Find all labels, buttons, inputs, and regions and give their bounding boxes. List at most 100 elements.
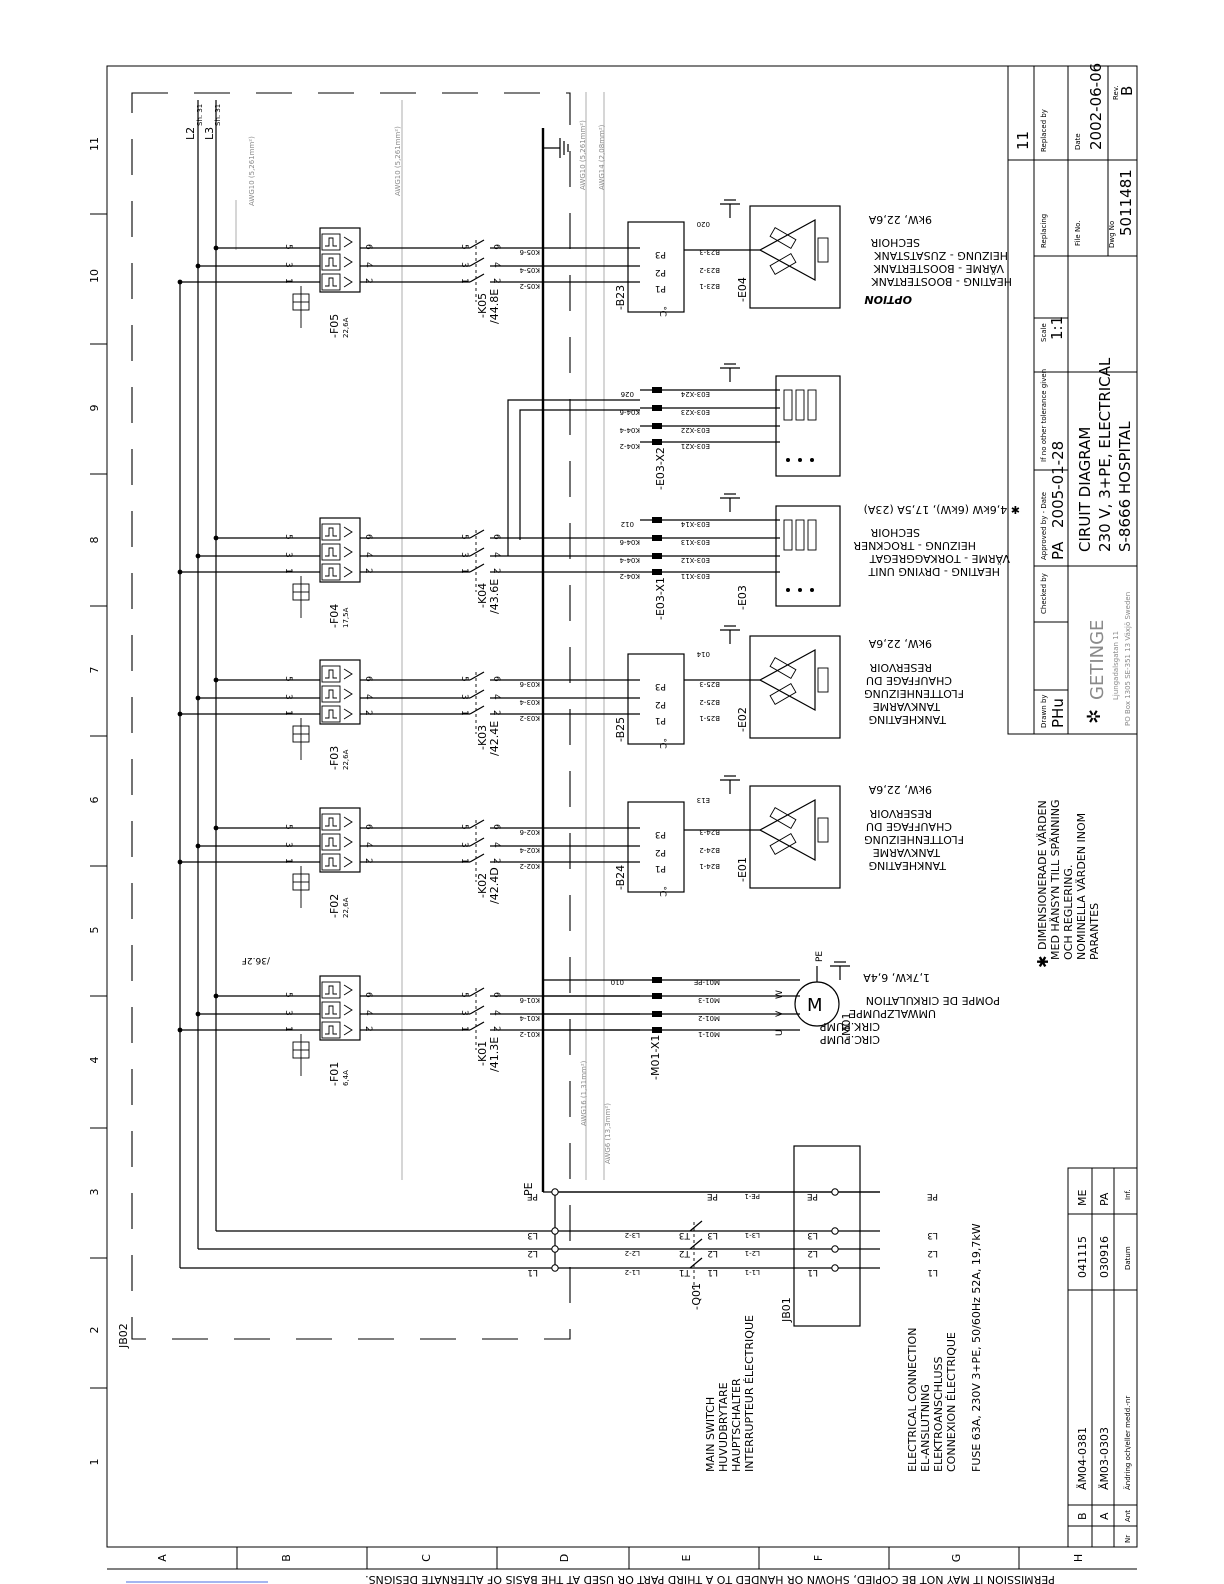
plug-pin	[652, 405, 662, 411]
thermal-trip-icon	[325, 547, 337, 557]
wire-label: K03-6	[519, 680, 540, 688]
q01-label: -Q01	[690, 1283, 703, 1310]
junction-dot	[177, 711, 183, 717]
fuse-element	[321, 853, 341, 871]
awg-label: AWG16 (1,31mm²)	[580, 1060, 588, 1126]
getinge-logo: ✲ GETINGE	[1084, 620, 1108, 724]
terminal-circle	[831, 1264, 839, 1272]
svg-text:HAUPTSCHALTER: HAUPTSCHALTER	[730, 1378, 743, 1472]
awg-label: AWG14 (2,08mm²)	[598, 124, 606, 190]
rev-value: B	[1118, 86, 1136, 96]
company-name: GETINGE	[1087, 620, 1108, 700]
wire-label: E03-X13	[681, 538, 710, 546]
svg-text:FLOTTENHEIZUNG: FLOTTENHEIZUNG	[864, 687, 964, 700]
aux-ref: /36.2F	[242, 955, 270, 965]
svg-text:ÄM04-0381: ÄM04-0381	[1076, 1427, 1089, 1490]
svg-text:FLOTTENHEIZUNG: FLOTTENHEIZUNG	[864, 833, 964, 846]
wire-label: K01-4	[519, 1014, 540, 1022]
heater-label: -E01	[736, 857, 749, 882]
terminal-number: P2	[655, 699, 666, 709]
wire-label: K04-6	[619, 408, 640, 416]
contact-blade	[469, 689, 485, 699]
column-label: 3	[88, 1189, 101, 1196]
wire-label: E03-X12	[681, 556, 710, 564]
terminal-number: 4	[491, 552, 501, 558]
switch-blade	[689, 1238, 703, 1250]
thermal-trip-icon	[325, 237, 337, 247]
thermal-trip-icon	[325, 257, 337, 267]
svg-text:✱ 4,6kW (6kW), 17,5A (23A): ✱ 4,6kW (6kW), 17,5A (23A)	[864, 503, 1020, 516]
approved-label: Approved by - Date	[1040, 492, 1048, 560]
terminal-number: 4	[363, 262, 373, 268]
svg-text:VÄRME - BOOSTERTANK: VÄRME - BOOSTERTANK	[873, 262, 1004, 275]
svg-text:9kW, 22,6A: 9kW, 22,6A	[868, 637, 932, 650]
magnetic-trip-icon	[343, 668, 353, 680]
wire-label: E03-X24	[680, 390, 710, 398]
svg-text:Inf.: Inf.	[1124, 1189, 1132, 1200]
svg-text:CHAUFFAGE DU: CHAUFFAGE DU	[866, 820, 952, 833]
plug-pin	[652, 423, 662, 429]
thermal-trip-icon	[325, 567, 337, 577]
terminal-number: 6	[363, 244, 373, 250]
wire-label: K04-2	[620, 572, 640, 580]
column-label: 4	[88, 1057, 101, 1064]
address: Ljungadalsgatan 11	[1112, 631, 1120, 700]
awg-label: AWG10 (5,261mm²)	[248, 136, 256, 206]
terminal-number: 1	[283, 710, 293, 716]
wire-label: L1-2	[625, 1268, 640, 1276]
svg-text:041115: 041115	[1076, 1236, 1089, 1278]
contact-blade	[469, 705, 485, 715]
terminal-number: 2	[491, 710, 501, 716]
drawn-by: PHu	[1049, 698, 1067, 728]
terminal-number: 1	[283, 1026, 293, 1032]
svg-text:✱: ✱	[1034, 955, 1052, 968]
terminal-number: 3	[283, 262, 293, 268]
resistor	[769, 807, 797, 829]
wire-label: M01-3	[698, 996, 720, 1004]
svg-text:SECHOIR: SECHOIR	[870, 236, 920, 249]
svg-text:V: V	[775, 1010, 785, 1017]
wire-label: M01-PE	[694, 978, 720, 986]
replacing-label: Replacing	[1040, 214, 1048, 248]
fuse-element	[321, 253, 341, 271]
phase-label: L2	[807, 1248, 818, 1258]
wire-label: 026	[620, 390, 634, 398]
fuse-block	[319, 227, 361, 293]
wire-label: K04-2	[620, 442, 640, 450]
contact-blade	[469, 987, 485, 997]
terminal-number: 6	[491, 676, 501, 682]
heater-box	[775, 505, 841, 607]
svg-text:NOMINELLA VÄRDEN INOM: NOMINELLA VÄRDEN INOM	[1075, 813, 1088, 960]
jb02-enclosure	[131, 92, 571, 1340]
thermal-trip-icon	[325, 1025, 337, 1035]
fuse-block	[319, 807, 361, 873]
magnetic-trip-icon	[343, 1004, 353, 1016]
wire	[519, 409, 640, 540]
jb01-box	[793, 1145, 861, 1327]
contact-blade	[469, 529, 485, 539]
contactor-name: -K03	[476, 725, 489, 750]
motor-m01: M PE -M01 -M01-X1 U V W	[649, 951, 853, 1080]
svg-text:PE: PE	[815, 951, 825, 962]
magnetic-trip-icon	[343, 1024, 353, 1036]
terminal-number: 5	[283, 534, 293, 540]
terminal-circle	[551, 1188, 559, 1196]
approved-date: 2005-01-28	[1049, 441, 1067, 528]
phase-label: L2	[527, 1248, 538, 1258]
terminal-number: 3	[283, 694, 293, 700]
terminal-number: 2	[491, 568, 501, 574]
svg-text:W: W	[775, 990, 785, 999]
junction-dot	[177, 859, 183, 865]
thermostat-box	[627, 221, 685, 313]
svg-text:PA: PA	[1098, 1192, 1111, 1206]
resistor	[795, 519, 805, 551]
awg-label: AWG6 (13,3mm²)	[604, 1103, 612, 1164]
svg-text:U: U	[775, 1029, 785, 1036]
wire-label: K02-6	[519, 828, 540, 836]
terminal-number: 5	[459, 824, 469, 830]
contactor-name: -K04	[476, 583, 489, 608]
electrical-connection-note: ELECTRICAL CONNECTION EL-ANSLUTNING ELEK…	[906, 1223, 983, 1472]
resistor	[769, 227, 797, 249]
